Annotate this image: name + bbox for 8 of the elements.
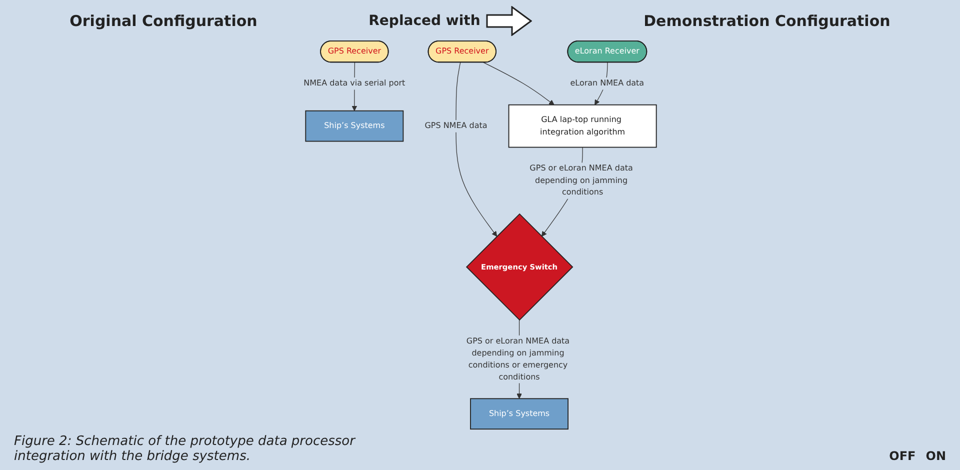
switch-state-label: OFF — [889, 449, 916, 463]
transition-label: Replaced with — [368, 13, 480, 29]
section-heading: Original Configuration — [70, 12, 258, 30]
arrow — [483, 62, 554, 106]
section-heading: Demonstration Configuration — [644, 12, 890, 30]
arrow — [456, 62, 498, 237]
switch-state-label: ON — [926, 449, 946, 463]
figure-caption: Figure 2: Schematic of the prototype data processor integration with the bridge systems. — [14, 434, 356, 464]
